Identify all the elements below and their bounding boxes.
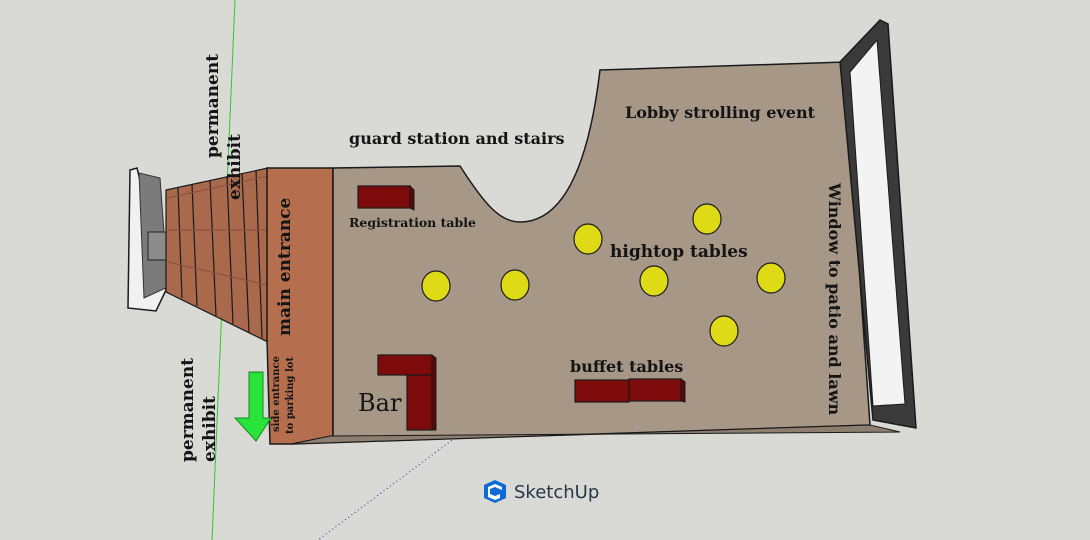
label-buffet-tables: buffet tables bbox=[570, 357, 683, 376]
entrance-stairs bbox=[165, 167, 275, 346]
exhibit-wall bbox=[127, 167, 169, 312]
label-hightop-tables: hightop tables bbox=[610, 242, 748, 262]
label-main-entrance: main entrance bbox=[275, 198, 295, 336]
sketchup-icon bbox=[484, 480, 506, 503]
side-entrance-arrow-icon bbox=[233, 371, 272, 442]
window-frame bbox=[839, 19, 917, 429]
label-bar: Bar bbox=[358, 389, 402, 417]
blue-axis-line bbox=[317, 437, 456, 540]
sketchup-brand-text: SketchUp bbox=[514, 482, 599, 503]
label-registration-table: Registration table bbox=[349, 215, 476, 230]
label-guard-station: guard station and stairs bbox=[349, 129, 565, 148]
hightop-table bbox=[421, 270, 451, 302]
label-permanent-exhibit-bottom: permanent exhibit bbox=[178, 352, 220, 462]
label-side-entrance: side entrance to parking lot bbox=[271, 353, 296, 434]
hightop-table bbox=[692, 203, 722, 235]
buffet-tables bbox=[574, 378, 686, 403]
bar-counter bbox=[377, 354, 437, 431]
sketchup-logo: SketchUp bbox=[484, 480, 599, 503]
label-window: Window to patio and lawn bbox=[825, 182, 844, 415]
hightop-table bbox=[756, 262, 786, 294]
hightop-table bbox=[709, 315, 739, 347]
floor-front-edge bbox=[291, 424, 901, 445]
hightop-table bbox=[500, 269, 530, 301]
lobby-floor bbox=[291, 61, 871, 445]
registration-table bbox=[357, 184, 415, 211]
hightop-table bbox=[639, 265, 669, 297]
label-lobby-event: Lobby strolling event bbox=[625, 103, 816, 122]
label-permanent-exhibit-top: permanent exhibit bbox=[203, 48, 245, 200]
hightop-table bbox=[573, 223, 603, 255]
